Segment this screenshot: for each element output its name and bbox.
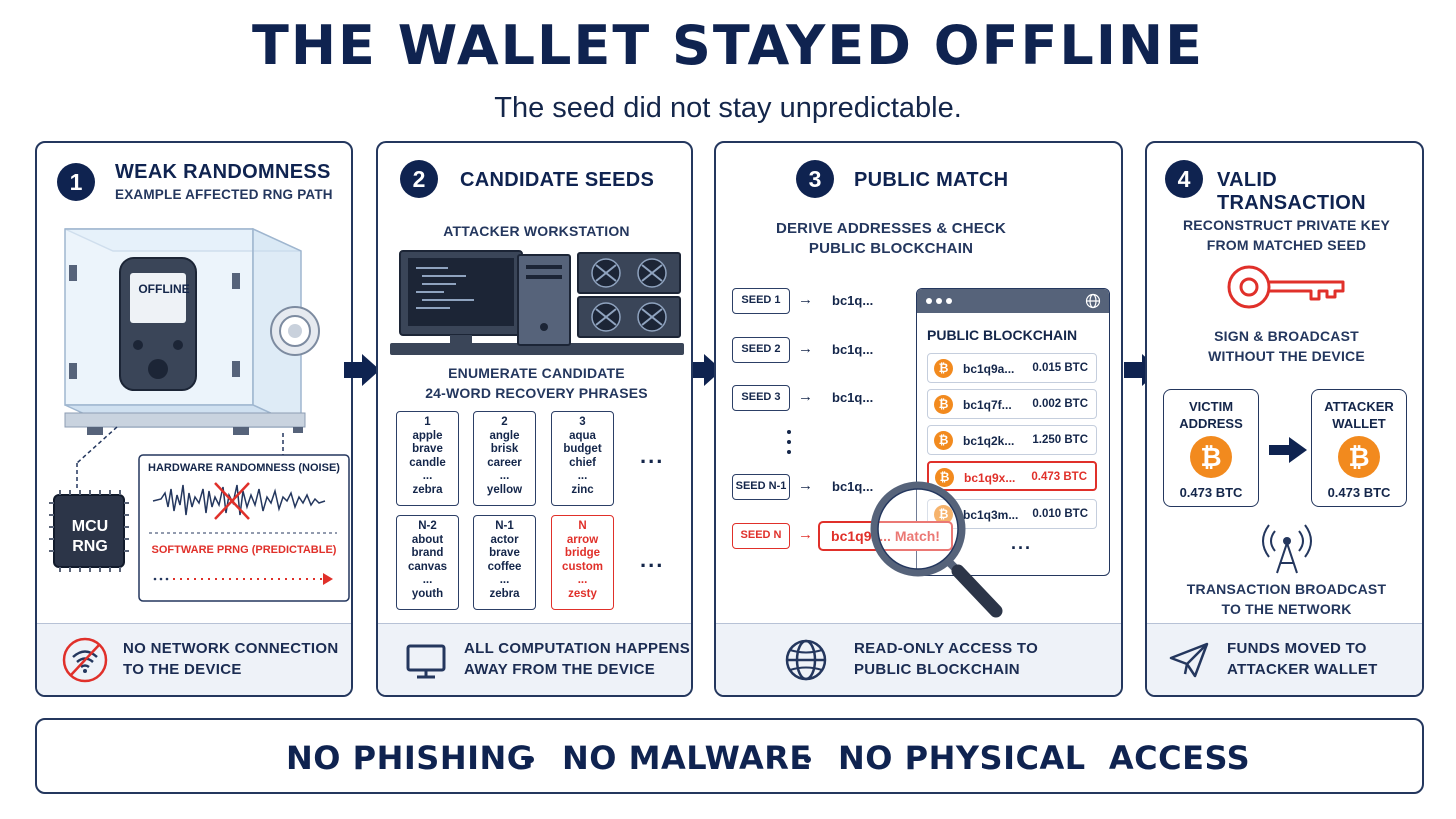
seed-label-match: SEED N xyxy=(732,523,790,549)
attacker-amount: 0.473 BTC xyxy=(1327,485,1391,500)
arrow-right-icon xyxy=(344,354,380,386)
enumerate-label: ENUMERATE CANDIDATE 24-WORD RECOVERY PHR… xyxy=(425,365,648,401)
panel-2-title: CANDIDATE SEEDS xyxy=(460,169,655,191)
derived-address: bc1q... xyxy=(832,342,874,357)
arrow-icon: → xyxy=(798,526,813,543)
arrow-right-icon xyxy=(686,354,722,386)
blockchain-title: PUBLIC BLOCKCHAIN xyxy=(927,327,1078,343)
bitcoin-icon: ₿ xyxy=(934,505,953,524)
reconstruct-key-label: RECONSTRUCT PRIVATE KEY FROM MATCHED SEE… xyxy=(1182,217,1391,253)
seed-label: SEED N-1 xyxy=(732,474,790,500)
bullet-separator xyxy=(527,756,534,763)
no-wifi-icon xyxy=(62,637,108,683)
seed-label: SEED 3 xyxy=(732,385,790,411)
panel-3-footer-text: READ-ONLY ACCESS TO PUBLIC BLOCKCHAIN xyxy=(854,640,1039,678)
panel-weak-randomness: 1 WEAK RANDOMNESS EXAMPLE AFFECTED RNG P… xyxy=(35,141,353,697)
step-number-2: 2 xyxy=(400,160,438,198)
panel-2-footer-text: ALL COMPUTATION HAPPENS AWAY FROM THE DE… xyxy=(464,640,691,678)
antenna-icon xyxy=(1262,524,1312,574)
step-number-1: 1 xyxy=(57,163,95,201)
match-tag: bc1q9x... Match! xyxy=(818,521,953,551)
ellipsis: ... xyxy=(640,547,665,572)
panel-3-footer: READ-ONLY ACCESS TO PUBLIC BLOCKCHAIN xyxy=(716,623,1121,695)
panel-3-title: PUBLIC MATCH xyxy=(854,169,1009,191)
panel-1-caption: EXAMPLE AFFECTED RNG PATH xyxy=(115,187,333,202)
bitcoin-icon: ₿ xyxy=(934,431,953,450)
blockchain-row-match: ₿ bc1q9x... 0.473 BTC xyxy=(927,461,1097,491)
vertical-ellipsis-icon xyxy=(787,430,791,454)
device-screen-text: OFFLINE xyxy=(138,282,190,296)
step-number-3: 3 xyxy=(796,160,834,198)
panel-4-title: VALID TRANSACTION xyxy=(1217,169,1366,214)
attacker-workstation-label: ATTACKER WORKSTATION xyxy=(443,223,630,239)
bullet-separator xyxy=(804,756,811,763)
window-dots-icon xyxy=(926,298,952,304)
sign-broadcast-label: SIGN & BROADCAST WITHOUT THE DEVICE xyxy=(1208,328,1365,364)
panel-1-title: WEAK RANDOMNESS xyxy=(115,161,331,183)
blockchain-row: ₿ bc1q7f... 0.002 BTC xyxy=(927,389,1097,419)
panel-valid-transaction: 4 VALID TRANSACTION RECONSTRUCT PRIVATE … xyxy=(1145,141,1424,697)
arrow-icon: → xyxy=(798,340,813,357)
panel-1-footer: NO NETWORK CONNECTION TO THE DEVICE xyxy=(37,623,351,695)
panel-3-caption: DERIVE ADDRESSES & CHECK PUBLIC BLOCKCHA… xyxy=(775,220,1007,257)
arrow-icon: → xyxy=(798,388,813,405)
derived-address: bc1q... xyxy=(832,293,874,308)
workstation-illustration xyxy=(390,250,684,355)
victim-amount: 0.473 BTC xyxy=(1179,485,1243,500)
magnifier-icon xyxy=(870,481,1003,618)
derived-address: bc1q... xyxy=(832,390,874,405)
broadcast-label: TRANSACTION BROADCAST TO THE NETWORK xyxy=(1186,581,1387,617)
panel-public-match: 3 PUBLIC MATCH DERIVE ADDRESSES & CHECK … xyxy=(714,141,1123,697)
bitcoin-icon: ₿ xyxy=(1190,436,1232,478)
arrow-icon: → xyxy=(798,291,813,308)
arrow-icon: → xyxy=(798,477,813,494)
chip-label: MCU RNG xyxy=(71,518,109,555)
globe-icon xyxy=(785,639,827,681)
seed-label: SEED 2 xyxy=(732,337,790,363)
page-title: THE WALLET STAYED OFFLINE xyxy=(251,14,1205,77)
bitcoin-icon: ₿ xyxy=(934,359,953,378)
panel-2-footer: ALL COMPUTATION HAPPENS AWAY FROM THE DE… xyxy=(378,623,691,695)
bitcoin-icon: ₿ xyxy=(935,468,954,487)
monitor-icon xyxy=(406,644,446,679)
bitcoin-icon: ₿ xyxy=(1338,436,1380,478)
panel-4-footer-text: FUNDS MOVED TO ATTACKER WALLET xyxy=(1227,640,1378,678)
panel-candidate-seeds: 2 CANDIDATE SEEDS ATTACKER WORKSTATION E… xyxy=(376,141,693,697)
arrow-right-icon xyxy=(1269,437,1307,463)
seed-label: SEED 1 xyxy=(732,288,790,314)
summary-banner: NO PHISHING NO MALWARE NO PHYSICAL ACCES… xyxy=(35,718,1424,794)
bitcoin-icon: ₿ xyxy=(934,395,953,414)
panel-4-footer: FUNDS MOVED TO ATTACKER WALLET xyxy=(1147,623,1422,695)
no-malware-label: NO MALWARE xyxy=(562,739,812,777)
step-number-4: 4 xyxy=(1165,160,1203,198)
page-subtitle: The seed did not stay unpredictable. xyxy=(494,92,962,124)
blockchain-row: ₿ bc1q2k... 1.250 BTC xyxy=(927,425,1097,455)
paper-plane-icon xyxy=(1169,642,1209,678)
blockchain-window: PUBLIC BLOCKCHAIN ₿ bc1q9a... 0.015 BTC … xyxy=(916,288,1110,576)
derived-address: bc1q... xyxy=(832,479,874,494)
offline-device-illustration xyxy=(49,227,350,602)
blockchain-row: ₿ bc1q9a... 0.015 BTC xyxy=(927,353,1097,383)
more-ellipsis: ... xyxy=(1011,533,1033,553)
hardware-randomness-label: HARDWARE RANDOMNESS (NOISE) xyxy=(148,462,340,474)
globe-icon xyxy=(1085,293,1101,309)
no-physical-access-label: NO PHYSICAL ACCESS xyxy=(838,739,1251,777)
panel-1-footer-text: NO NETWORK CONNECTION TO THE DEVICE xyxy=(123,640,339,678)
ellipsis: ... xyxy=(640,443,665,468)
no-phishing-label: NO PHISHING xyxy=(286,739,534,777)
software-prng-label: SOFTWARE PRNG (PREDICTABLE) xyxy=(151,544,337,556)
key-icon xyxy=(1227,265,1345,309)
